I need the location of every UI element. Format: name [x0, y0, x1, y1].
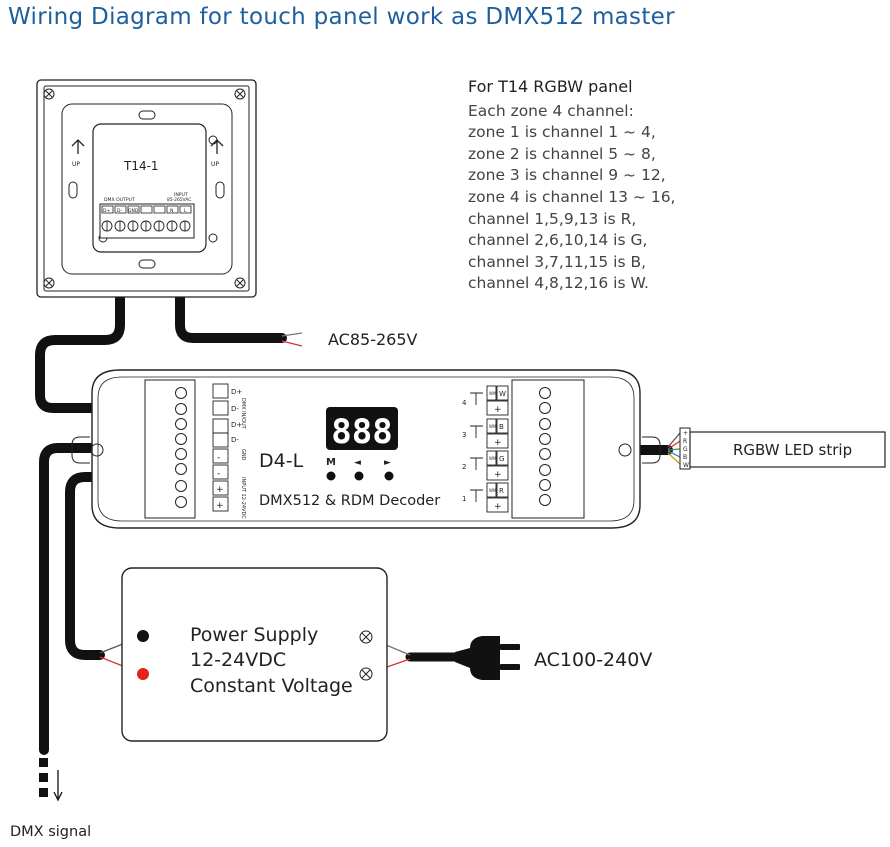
- decoder: D+ D- D+ D- - - + + DMX IN/OUT GND INPUT…: [71, 369, 661, 529]
- ac-power-label: AC100-240V: [534, 649, 652, 671]
- zone-number: 2: [462, 463, 466, 471]
- panel-note-line: zone 1 is channel 1 ~ 4,: [468, 123, 656, 142]
- panel-note-line: channel 1,5,9,13 is R,: [468, 209, 637, 228]
- dmx-signal-icon: [39, 758, 63, 802]
- decoder-terminal-label: +: [216, 501, 224, 511]
- up-label: UP: [211, 161, 219, 168]
- led-strip: + R G B W RGBW LED strip: [679, 427, 886, 470]
- dmx-output-label: DMX OUTPUT: [104, 197, 135, 203]
- digit-display: 888: [331, 412, 392, 452]
- led-strip-label: RGBW LED strip: [733, 441, 852, 459]
- decoder-button-label: ►: [384, 458, 391, 468]
- decoder-terminal-label: D-: [231, 405, 239, 413]
- panel-note-line: zone 3 is channel 9 ~ 12,: [468, 166, 666, 185]
- ac-panel-label: AC85-265V: [328, 330, 418, 349]
- panel-note-line: channel 4,8,12,16 is W.: [468, 274, 649, 293]
- diagram-title: Wiring Diagram for touch panel work as D…: [8, 4, 675, 30]
- touch-panel: UP UP T14-1 DMX OUTPUT INPUT 85-265VAC D…: [36, 79, 257, 298]
- decoder-button-label: ◄: [354, 458, 361, 468]
- zone-number: 4: [462, 399, 467, 407]
- input-label: INPUT: [174, 192, 188, 198]
- channel-sub-label: WW: [489, 391, 497, 396]
- decoder-terminal-label: +: [216, 485, 224, 495]
- zone-number: 3: [462, 431, 466, 439]
- panel-notes: For T14 RGBW panel Each zone 4 channel: …: [468, 76, 675, 295]
- decoder-terminal-label: D+: [231, 421, 242, 429]
- panel-note-line: channel 2,6,10,14 is G,: [468, 231, 648, 250]
- channel-plus: +: [494, 470, 502, 480]
- m-button[interactable]: [326, 471, 336, 481]
- power-supply: Power Supply 12-24VDC Constant Voltage: [121, 567, 388, 742]
- strip-pin: +: [683, 430, 688, 437]
- panel-terminal-label: L: [184, 208, 187, 214]
- channel-plus: +: [494, 502, 502, 512]
- psu-line: 12-24VDC: [190, 649, 286, 671]
- channel-color: W: [499, 390, 506, 398]
- panel-note-line: zone 4 is channel 13 ~ 16,: [468, 187, 676, 206]
- dmx-inout-label: DMX IN/OUT: [240, 398, 246, 430]
- channel-plus: +: [494, 438, 502, 448]
- channel-plus: +: [494, 405, 502, 415]
- panel-terminal-label: D-: [117, 208, 122, 214]
- panel-note-line: channel 3,7,11,15 is B,: [468, 252, 647, 271]
- channel-sub-label: WW: [489, 488, 497, 493]
- decoder-terminal-label: -: [217, 453, 220, 463]
- zone-number: 1: [462, 495, 466, 503]
- panel-note-line: zone 2 is channel 5 ~ 8,: [468, 144, 656, 163]
- strip-pin: R: [683, 438, 687, 445]
- panel-terminal-label: D+: [103, 208, 110, 214]
- panel-terminal-block: D+ D- GND N L: [99, 203, 195, 239]
- decoder-terminal-label: -: [217, 469, 220, 479]
- left-button[interactable]: [354, 471, 364, 481]
- up-label: UP: [72, 161, 80, 168]
- decoder-terminal-label: D-: [231, 436, 239, 444]
- ac-plug-icon: [455, 636, 520, 680]
- up-arrow-icon: [71, 139, 224, 154]
- psu-line: Power Supply: [190, 624, 318, 646]
- cables: [35, 260, 673, 755]
- panel-terminal-label: GND: [128, 208, 139, 214]
- panel-notes-heading: For T14 RGBW panel: [468, 77, 633, 96]
- panel-note-line: Each zone 4 channel:: [468, 101, 634, 120]
- channel-color: G: [499, 455, 504, 463]
- panel-terminal-label: N: [170, 208, 173, 214]
- strip-pin: G: [683, 446, 688, 453]
- channel-color: R: [499, 487, 504, 495]
- screw-icon: [43, 88, 246, 289]
- panel-model: T14-1: [123, 159, 159, 173]
- strip-pin: W: [683, 462, 689, 469]
- strip-pin: B: [683, 454, 687, 461]
- decoder-name: DMX512 & RDM Decoder: [259, 493, 440, 509]
- channel-sub-label: WW: [489, 456, 497, 461]
- dmx-signal-label: DMX signal: [10, 824, 91, 840]
- gnd-label: GND: [240, 449, 246, 461]
- psu-line: Constant Voltage: [190, 675, 353, 697]
- right-button[interactable]: [384, 471, 394, 481]
- channel-color: B: [499, 423, 504, 431]
- decoder-terminal-label: D+: [231, 388, 242, 396]
- input-voltage: 85-265VAC: [167, 197, 191, 203]
- channel-sub-label: WW: [489, 424, 497, 429]
- decoder-model: D4-L: [259, 450, 304, 472]
- input-dc-label: INPUT 12-24VDC: [240, 477, 246, 519]
- decoder-button-label: M: [326, 457, 336, 468]
